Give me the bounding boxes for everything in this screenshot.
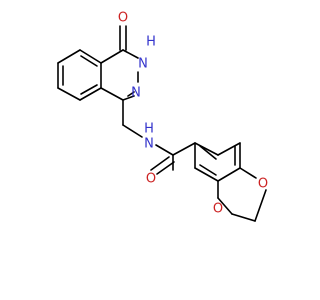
structure-canvas: O N H N N H O O O [57,11,268,222]
atom-h-ring: H [146,35,156,50]
dioxole-ring [217,167,267,222]
atom-n-ring1: N [138,57,148,72]
molecule-structure: O N H N N H O O O [57,11,268,222]
atom-labels: O N H N N H O O O [118,11,268,217]
atom-o-ketone: O [118,11,128,26]
atom-n-amide: N [144,137,154,152]
atom-n-ring2: N [131,86,141,101]
pyridazinone-ring [100,25,139,101]
atom-h-amide: H [144,122,154,137]
atom-o-dioxole1: O [258,177,268,192]
benzodioxole-ring [194,142,241,199]
atom-o-dioxole2: O [213,202,223,217]
benzo-ring [57,49,102,101]
linker-amide [122,99,196,175]
atom-o-amide: O [146,172,156,187]
